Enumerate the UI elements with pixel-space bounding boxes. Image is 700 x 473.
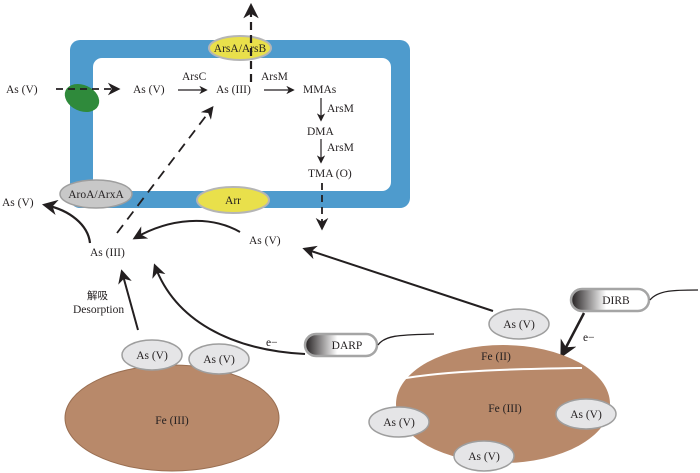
arsM-label-3: ArsM (327, 142, 354, 154)
aroA-arxA-label: AroA/ArxA (68, 189, 124, 201)
dirb-label: DIRB (602, 295, 630, 307)
as5-center-label: As (V) (249, 235, 281, 247)
desorption-cn-label: 解吸 (87, 289, 108, 302)
right-adsorbed-as5-3 (453, 440, 515, 472)
right-fe3-label: Fe (III) (488, 403, 522, 415)
right-adsorbed-as5-2-label: As (V) (570, 409, 602, 421)
arsC-label: ArsC (182, 71, 207, 83)
left-iron-mineral: Fe (III) As (V) As (V) (64, 339, 280, 472)
arsM-label-2: ArsM (327, 103, 354, 115)
left-adsorbed-as5-1 (121, 339, 183, 371)
released-as5 (488, 308, 550, 340)
desorption-arrow (118, 269, 139, 331)
darp-label: DARP (332, 340, 363, 352)
inside-as3-label: As (III) (216, 84, 251, 96)
left-fe3-label: Fe (III) (155, 415, 189, 427)
electron-label-1: e− (266, 337, 278, 349)
as3-uptake-arrow (116, 105, 214, 234)
tma-label: TMA (O) (308, 168, 352, 180)
left-adsorbed-as5-2 (188, 343, 250, 375)
oxidation-arrow (41, 199, 92, 244)
as5-oxidized-label: As (V) (2, 197, 34, 209)
inside-as5-label: As (V) (133, 84, 165, 96)
as3-center-label: As (III) (90, 247, 125, 259)
uptake-channel (64, 83, 100, 113)
right-adsorbed-as5-3-label: As (V) (468, 451, 500, 463)
arr-label: Arr (225, 195, 241, 207)
release-arrow (302, 245, 494, 312)
arsA-arsB-label: ArsA/ArsB (214, 43, 267, 55)
outside-as5-label: As (V) (6, 84, 38, 96)
released-as5-label: As (V) (503, 319, 535, 331)
darp-reduction-arrow (152, 263, 306, 355)
darp-bacterium: DARP (303, 332, 435, 358)
right-iron-mineral: Fe (II) Fe (III) As (V) As (V) As (V) (368, 345, 617, 472)
right-adsorbed-as5-2 (555, 398, 617, 430)
dirb-flagellum (649, 289, 699, 301)
cell-interior (93, 58, 391, 191)
arsM-label-1: ArsM (261, 71, 288, 83)
dma-label: DMA (307, 126, 335, 138)
cell (70, 40, 410, 208)
reduction-arrow (132, 219, 241, 240)
desorption-en-label: Desorption (73, 304, 124, 316)
right-adsorbed-as5-1-label: As (V) (383, 417, 415, 429)
left-adsorbed-as5-1-label: As (V) (136, 350, 168, 362)
arsA-arsB-transporter: ArsA/ArsB (208, 35, 272, 61)
left-adsorbed-as5-2-label: As (V) (203, 354, 235, 366)
fe2-boundary (399, 367, 583, 380)
dirb-electron-arrow (560, 312, 586, 359)
aroA-arxA-oxidase: AroA/ArxA (59, 179, 133, 209)
right-fe2-label: Fe (II) (481, 351, 511, 363)
dirb-bacterium: DIRB (569, 287, 699, 313)
arr-transporter: Arr (196, 186, 270, 214)
darp-flagellum (377, 333, 435, 346)
right-adsorbed-as5-1 (368, 406, 430, 438)
mmas-label: MMAs (303, 84, 337, 96)
electron-label-2: e− (583, 332, 595, 344)
